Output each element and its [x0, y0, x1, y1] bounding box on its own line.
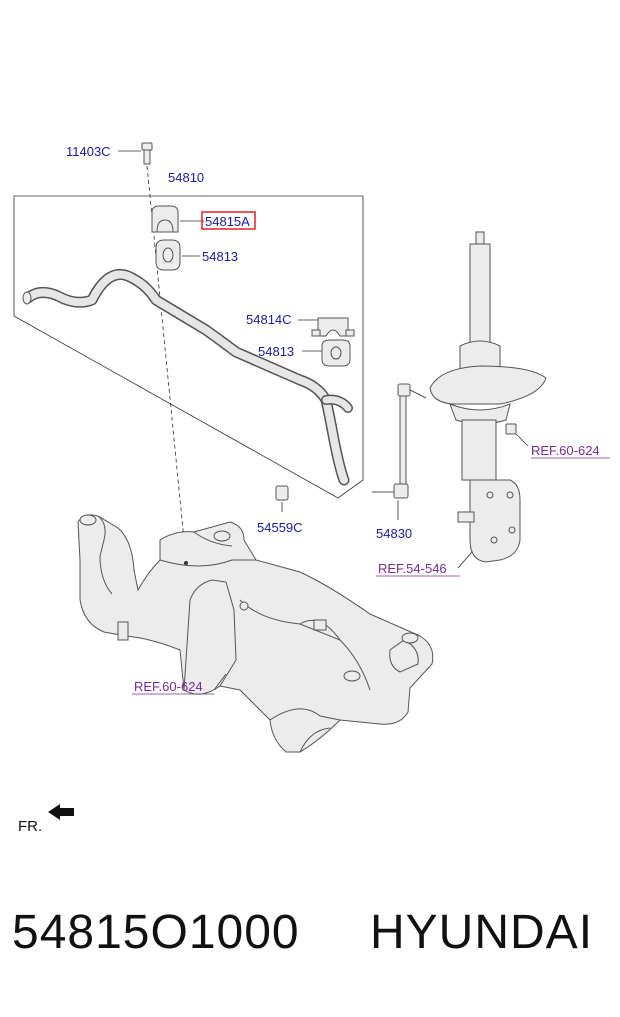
label-bushing-side: 54813: [258, 344, 294, 359]
footer: 54815O1000 HYUNDAI: [0, 905, 620, 975]
subframe: [77, 514, 434, 753]
ref-strut[interactable]: REF.54-546: [378, 561, 447, 576]
label-link: 54830: [376, 526, 412, 541]
part-number: 54815O1000: [12, 906, 300, 959]
bushing-54813-side: [321, 339, 351, 367]
bolt-part: [141, 142, 153, 165]
label-bolt: 11403C: [66, 144, 111, 159]
ref-subframe[interactable]: REF.60-624: [134, 679, 203, 694]
label-nut: 54559C: [257, 520, 303, 535]
stabilizer-bar: [22, 269, 353, 486]
front-label: FR.: [18, 818, 42, 835]
brand-name: HYUNDAI: [370, 906, 594, 959]
nut-54559c: [275, 485, 289, 501]
label-bushing-top: 54813: [202, 249, 238, 264]
highlight-box: [201, 211, 256, 230]
label-assembly: 54810: [168, 170, 204, 185]
arrow-icon: [48, 804, 74, 820]
strut-assembly: [429, 231, 547, 563]
bushing-54815a: [151, 205, 179, 233]
parts-diagram: 11403C 54810 54815A 54813 54814C 54813: [13, 142, 610, 835]
label-bushing-a[interactable]: 54815A: [205, 214, 250, 229]
bushing-54813-top: [155, 239, 181, 271]
stabilizer-link: [372, 383, 427, 499]
ref-strut-mount[interactable]: REF.60-624: [531, 443, 600, 458]
clamp-54814c: [311, 317, 355, 337]
front-direction-marker: FR.: [18, 804, 74, 835]
label-clamp: 54814C: [246, 312, 292, 327]
